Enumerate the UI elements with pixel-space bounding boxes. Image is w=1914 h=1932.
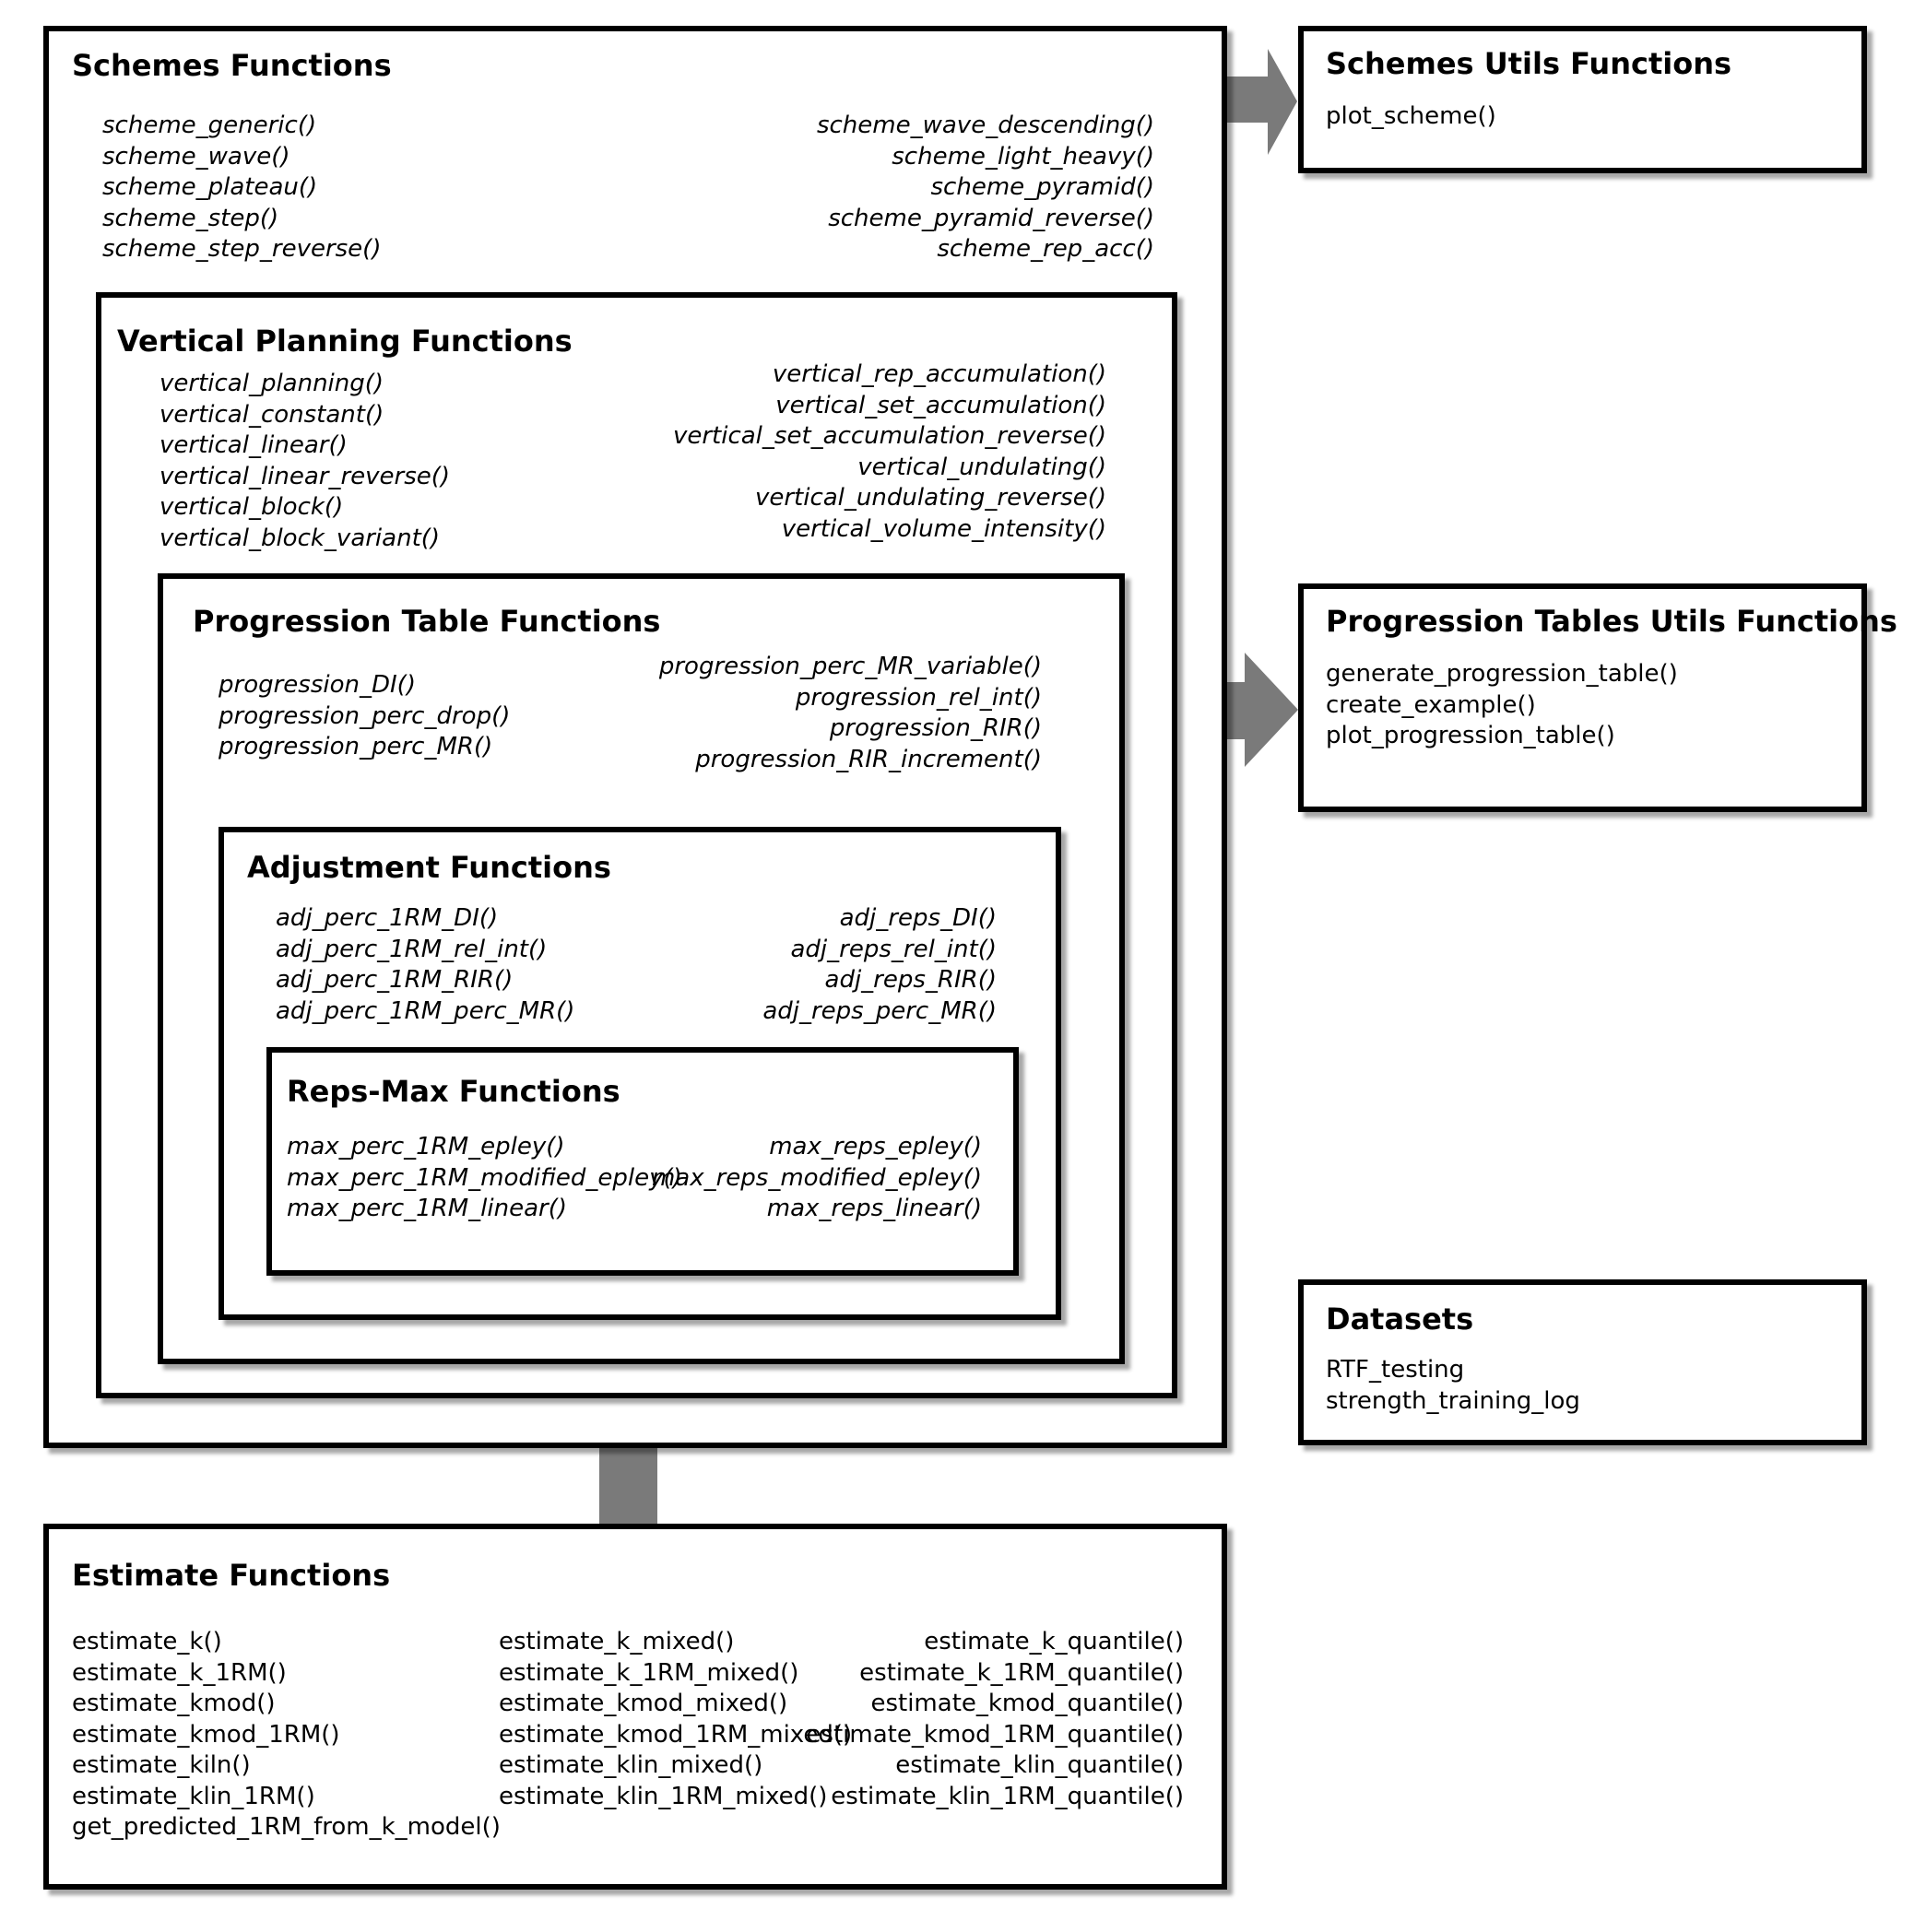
function-item: vertical_linear_reverse() (160, 462, 451, 490)
function-item: vertical_linear() (160, 431, 348, 459)
reps-max-left-list: max_perc_1RM_epley() max_perc_1RM_modifi… (287, 1132, 682, 1225)
schemes-functions-title: Schemes Functions (72, 48, 392, 83)
function-item: adj_reps_rel_int() (790, 935, 998, 963)
function-item: max_perc_1RM_modified_epley() (287, 1163, 682, 1192)
function-item: estimate_klin_1RM() (72, 1782, 315, 1810)
function-item: estimate_kmod_mixed() (499, 1690, 788, 1717)
function-item: scheme_pyramid_reverse() (828, 204, 1154, 232)
arrow-schemes-to-schemes-utils (1217, 49, 1297, 155)
function-item: vertical_set_accumulation() (775, 391, 1106, 419)
function-item: scheme_generic() (102, 112, 317, 139)
function-item: progression_DI() (219, 671, 416, 699)
estimate-col3-list: estimate_k_quantile() estimate_k_1RM_qua… (806, 1627, 1184, 1812)
function-item: adj_reps_DI() (839, 904, 997, 932)
function-item: max_reps_linear() (766, 1195, 982, 1222)
function-item: vertical_set_accumulation_reverse() (672, 422, 1106, 450)
function-item: progression_perc_MR_variable() (658, 653, 1042, 680)
estimate-functions-box (43, 1524, 1227, 1890)
function-item: create_example() (1326, 690, 1536, 719)
function-item: vertical_block() (160, 493, 344, 521)
function-item: vertical_block_variant() (160, 524, 441, 552)
progression-tables-utils-list: generate_progression_table() create_exam… (1326, 659, 1678, 752)
progression-right-list: progression_perc_MR_variable() progressi… (659, 652, 1042, 775)
function-item: plot_progression_table() (1326, 722, 1615, 749)
datasets-list: RTF_testing strength_training_log (1326, 1355, 1580, 1417)
function-item: estimate_k_1RM() (72, 1658, 287, 1687)
datasets-title: Datasets (1326, 1302, 1474, 1337)
function-item: adj_perc_1RM_DI() (276, 904, 499, 932)
function-item: estimate_k() (72, 1628, 222, 1655)
schemes-left-list: scheme_generic() scheme_wave() scheme_pl… (102, 111, 381, 265)
schemes-utils-list: plot_scheme() (1326, 101, 1496, 133)
function-item: generate_progression_table() (1326, 660, 1678, 688)
function-item: estimate_kmod_quantile() (870, 1690, 1184, 1717)
function-item: max_perc_1RM_epley() (287, 1133, 565, 1160)
function-item: estimate_k_mixed() (499, 1628, 735, 1655)
function-item: estimate_k_1RM_quantile() (859, 1658, 1184, 1687)
function-item: vertical_undulating_reverse() (754, 484, 1106, 512)
estimate-functions-title: Estimate Functions (72, 1558, 391, 1593)
function-item: estimate_kiln() (72, 1751, 251, 1779)
function-item: estimate_klin_1RM_mixed() (499, 1782, 828, 1810)
progression-tables-utils-functions-title: Progression Tables Utils Functions (1326, 604, 1897, 639)
function-item: progression_RIR() (829, 714, 1042, 742)
datasets-box (1298, 1279, 1867, 1445)
function-item: progression_rel_int() (795, 683, 1042, 712)
estimate-col1-list: estimate_k() estimate_k_1RM() estimate_k… (72, 1627, 501, 1844)
function-item: scheme_pyramid() (930, 173, 1155, 201)
function-item: estimate_klin_1RM_quantile() (831, 1782, 1184, 1810)
function-item: scheme_step() (102, 204, 279, 232)
reps-max-functions-box (266, 1047, 1019, 1276)
function-item: progression_perc_MR() (219, 733, 493, 760)
function-item: estimate_k_quantile() (924, 1628, 1184, 1655)
reps-max-right-list: max_reps_epley() max_reps_modified_epley… (652, 1132, 982, 1225)
function-item: estimate_kmod_1RM_quantile() (806, 1720, 1184, 1749)
function-item: progression_perc_drop() (219, 701, 511, 730)
adjustment-functions-title: Adjustment Functions (247, 850, 611, 885)
progression-left-list: progression_DI() progression_perc_drop()… (219, 670, 510, 763)
schemes-right-list: scheme_wave_descending() scheme_light_he… (817, 111, 1154, 265)
reps-max-functions-title: Reps-Max Functions (287, 1074, 620, 1109)
function-item: plot_scheme() (1326, 102, 1496, 130)
adjustment-right-list: adj_reps_DI() adj_reps_rel_int() adj_rep… (762, 903, 997, 1027)
function-item: max_reps_modified_epley() (651, 1163, 982, 1192)
function-item: vertical_constant() (160, 400, 384, 429)
function-item: vertical_planning() (160, 370, 384, 397)
function-item: scheme_wave() (102, 142, 290, 171)
dataset-item: strength_training_log (1326, 1386, 1580, 1415)
function-item: estimate_k_1RM_mixed() (499, 1658, 799, 1687)
schemes-utils-functions-box (1298, 26, 1867, 173)
function-item: adj_perc_1RM_RIR() (276, 966, 514, 994)
progression-table-functions-title: Progression Table Functions (193, 604, 661, 639)
dataset-item: RTF_testing (1326, 1356, 1465, 1384)
function-item: scheme_wave_descending() (816, 112, 1154, 139)
estimate-col2-list: estimate_k_mixed() estimate_k_1RM_mixed(… (499, 1627, 852, 1812)
function-item: vertical_rep_accumulation() (772, 360, 1106, 388)
function-item: get_predicted_1RM_from_k_model() (72, 1813, 501, 1841)
function-item: scheme_rep_acc() (937, 235, 1154, 263)
function-item: estimate_klin_quantile() (895, 1751, 1184, 1779)
progression-tables-utils-functions-box (1298, 583, 1867, 812)
schemes-utils-functions-title: Schemes Utils Functions (1326, 46, 1732, 81)
function-item: estimate_klin_mixed() (499, 1751, 763, 1779)
function-item: max_perc_1RM_linear() (287, 1195, 568, 1222)
function-item: adj_reps_RIR() (824, 966, 997, 994)
adjustment-left-list: adj_perc_1RM_DI() adj_perc_1RM_rel_int()… (276, 903, 574, 1027)
vertical-planning-functions-title: Vertical Planning Functions (117, 324, 573, 359)
function-item: adj_perc_1RM_rel_int() (276, 935, 548, 963)
function-item: adj_reps_perc_MR() (762, 996, 997, 1025)
function-item: scheme_plateau() (102, 173, 318, 201)
function-item: progression_RIR_increment() (695, 745, 1042, 773)
function-item: vertical_volume_intensity() (781, 514, 1106, 543)
function-item: scheme_light_heavy() (892, 142, 1154, 171)
function-item: estimate_kmod() (72, 1690, 276, 1717)
function-item: estimate_kmod_1RM() (72, 1720, 340, 1749)
vertical-right-list: vertical_rep_accumulation() vertical_set… (673, 359, 1106, 545)
function-item: scheme_step_reverse() (102, 235, 382, 263)
function-item: vertical_undulating() (857, 453, 1106, 481)
function-item: max_reps_epley() (769, 1133, 982, 1160)
function-item: estimate_kmod_1RM_mixed() (499, 1720, 853, 1749)
vertical-left-list: vertical_planning() vertical_constant() … (160, 369, 450, 554)
function-item: adj_perc_1RM_perc_MR() (276, 996, 575, 1025)
